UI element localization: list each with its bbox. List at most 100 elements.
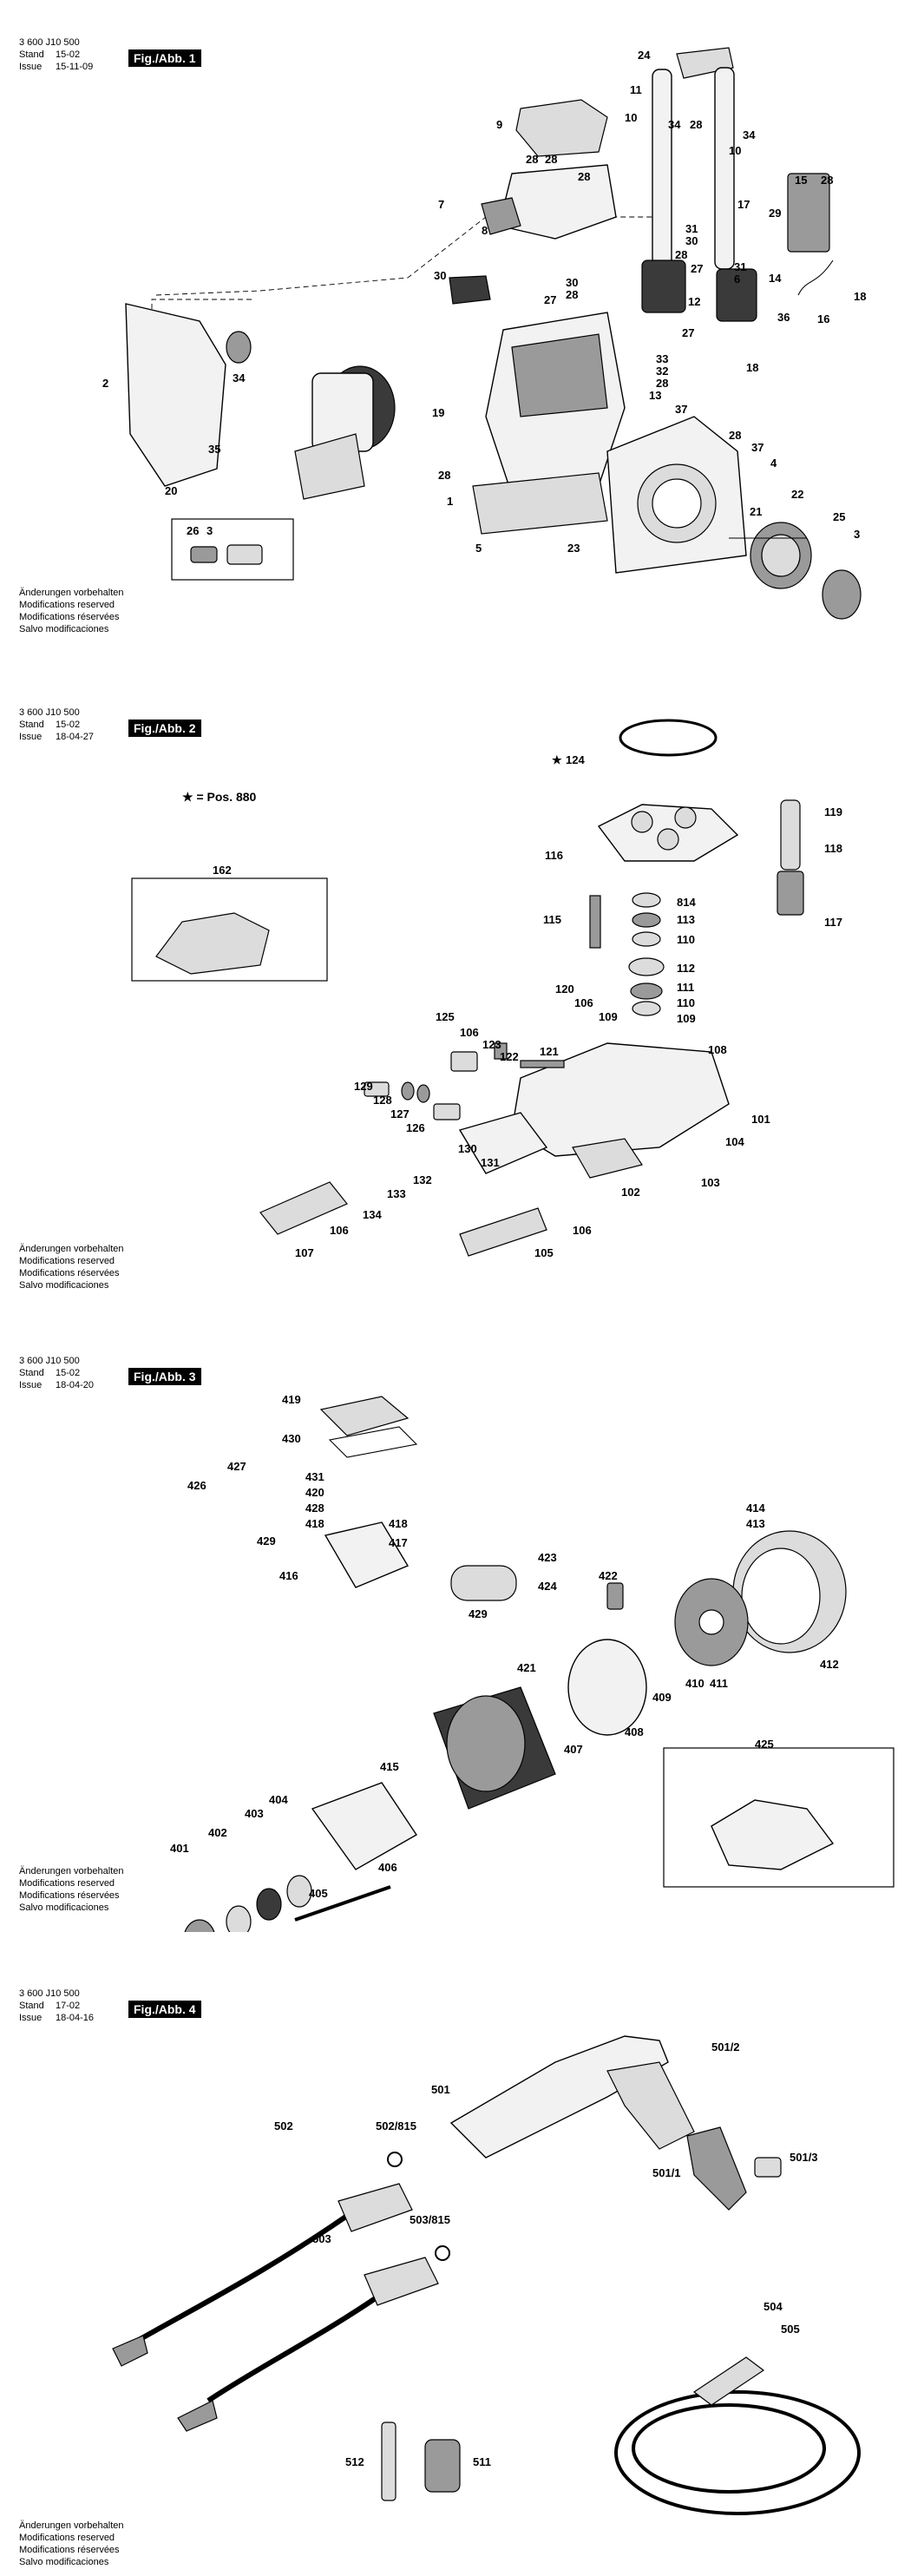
callout: 123	[482, 1038, 501, 1051]
figure-badge: Fig./Abb. 4	[128, 2001, 201, 2018]
callout: 429	[257, 1534, 276, 1548]
callout: 21	[750, 505, 762, 518]
callout: 408	[625, 1725, 644, 1738]
callout: 403	[245, 1807, 264, 1820]
callout: 106	[460, 1026, 479, 1039]
footer-notice: Änderungen vorbehalten Modifications res…	[19, 1243, 123, 1291]
callout: 415	[380, 1760, 399, 1773]
callout: 22	[791, 488, 803, 501]
footer-line: Modifications réservées	[19, 2545, 120, 2555]
footer-line: Modifications reserved	[19, 600, 115, 610]
callout: 8	[482, 224, 488, 237]
footer-notice: Änderungen vorbehalten Modifications res…	[19, 587, 123, 635]
callout: 502	[274, 2119, 293, 2132]
footer-line: Modifications réservées	[19, 1890, 120, 1901]
callout: 414	[746, 1502, 765, 1515]
stand-label: Stand	[19, 1368, 44, 1378]
top-cover-part	[449, 99, 617, 305]
callout: 33	[656, 352, 668, 365]
callout: 122	[500, 1050, 519, 1063]
callout: 28	[578, 170, 590, 183]
callout: 3	[206, 524, 213, 537]
callout: 35	[208, 443, 220, 456]
callout: 503/815	[410, 2213, 450, 2226]
callout: 430	[282, 1432, 301, 1445]
callout: 409	[652, 1691, 672, 1704]
callout: 127	[390, 1107, 410, 1120]
callout: 30	[685, 234, 698, 247]
footer-line: Modifications réservées	[19, 1268, 120, 1278]
issue-value: 18-04-27	[56, 732, 95, 742]
callout: 124	[566, 753, 585, 766]
callout: 110	[677, 996, 695, 1009]
callout: 20	[165, 484, 177, 497]
callout: 412	[820, 1658, 839, 1671]
stand-value: 17-02	[56, 2001, 81, 2011]
callout: 15	[795, 174, 807, 187]
callout: 28	[675, 248, 687, 261]
callout: 16	[817, 312, 829, 325]
stand-label: Stand	[19, 2001, 44, 2011]
callout: 4	[770, 457, 777, 470]
footer-line: Änderungen vorbehalten	[19, 588, 124, 598]
callout: 404	[269, 1793, 288, 1806]
doc-number: 3 600 J10 500	[19, 1356, 80, 1366]
callout: 109	[677, 1012, 696, 1025]
footer-line: Modifications réservées	[19, 612, 120, 622]
callout: 501/3	[790, 2151, 818, 2164]
callout: 133	[387, 1187, 406, 1200]
callout: 131	[481, 1156, 500, 1169]
callout: 24	[638, 49, 651, 62]
callout: 421	[517, 1661, 536, 1674]
callout: 429	[469, 1607, 488, 1620]
callout: 110	[677, 933, 695, 946]
stand-value: 15-02	[56, 720, 81, 730]
callout: 27	[691, 262, 703, 275]
callout: 503	[312, 2232, 331, 2245]
callout: 410	[685, 1677, 705, 1690]
callout: 34	[668, 118, 681, 131]
callout: 11	[630, 83, 642, 96]
callout: 420	[305, 1486, 324, 1499]
callout: 109	[599, 1010, 618, 1023]
callout: 428	[305, 1502, 324, 1515]
callout: 18	[746, 361, 758, 374]
figure-badge: Fig./Abb. 3	[128, 1368, 201, 1385]
callout: 108	[708, 1043, 727, 1056]
issue-label: Issue	[19, 732, 43, 742]
front-cover-part	[125, 303, 252, 487]
exploded-view-fig-1: 24 11 10 34 28 10 34 9 28 28 28 7 31 30 …	[102, 47, 866, 620]
callout: 501	[431, 2083, 450, 2096]
callout: 9	[496, 118, 502, 131]
callout: 512	[345, 2455, 364, 2468]
callout: 501/2	[711, 2040, 740, 2054]
callout: 31	[734, 260, 746, 273]
callout: 23	[567, 542, 580, 555]
callout: 106	[573, 1224, 592, 1237]
issue-value: 15-11-09	[56, 62, 94, 72]
legend: ★ = Pos. 880	[182, 790, 256, 805]
callout: 423	[538, 1551, 557, 1564]
callout: 504	[764, 2300, 783, 2313]
callout: 162	[213, 864, 232, 877]
exploded-view-fig-4: 501/2 501 502 502/815 501/1 501/3 503/81…	[112, 2035, 861, 2515]
footer-line: Änderungen vorbehalten	[19, 2520, 124, 2531]
issue-label: Issue	[19, 2013, 43, 2023]
callout: 120	[555, 982, 574, 996]
motor-part	[294, 365, 396, 500]
callout: 28	[690, 118, 702, 131]
stand-value: 15-02	[56, 49, 81, 60]
figure-badge: Fig./Abb. 2	[128, 720, 201, 737]
callout: 426	[187, 1479, 206, 1492]
callout: 27	[544, 293, 556, 306]
handle-part	[641, 47, 757, 322]
callout: 10	[729, 144, 741, 157]
doc-number: 3 600 J10 500	[19, 37, 80, 48]
callout: 28	[526, 153, 538, 166]
callout: 2	[102, 377, 108, 390]
callout: 422	[599, 1569, 618, 1582]
callout: 407	[564, 1743, 583, 1756]
wheel-part	[729, 522, 862, 620]
